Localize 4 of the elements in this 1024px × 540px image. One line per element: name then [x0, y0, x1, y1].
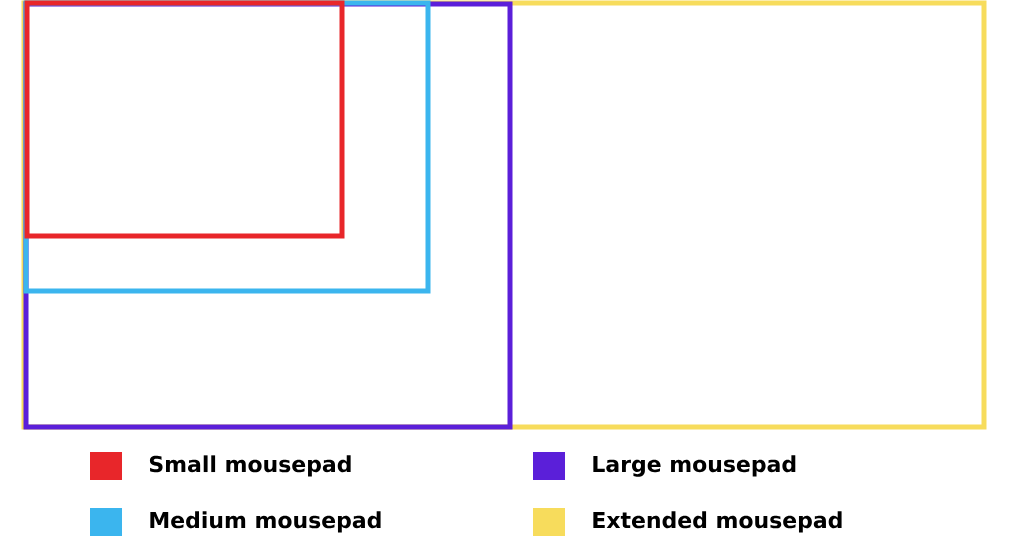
legend-label: Medium mousepad: [150, 511, 381, 533]
legend-label: Extended mousepad: [593, 511, 842, 533]
legend-label: Large mousepad: [593, 455, 796, 477]
legend-label: Small mousepad: [149, 455, 351, 477]
